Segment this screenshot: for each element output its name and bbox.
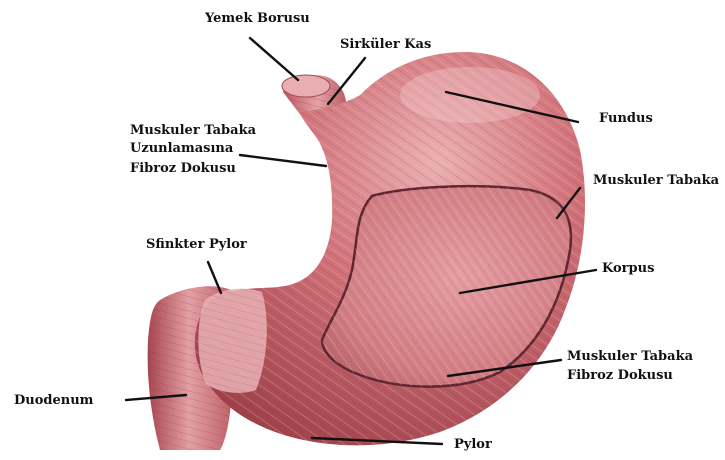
label-muskuler-fibroz-line2: Fibroz Dokusu xyxy=(567,367,673,384)
leader-yemek-borusu xyxy=(250,38,298,80)
label-sfinkter-pylor: Sfinkter Pylor xyxy=(146,236,247,253)
label-pylor: Pylor xyxy=(454,436,492,453)
label-duodenum: Duodenum xyxy=(14,392,93,409)
label-sirkuler-kas: Sirküler Kas xyxy=(340,36,431,53)
label-fundus: Fundus xyxy=(599,110,653,127)
label-muskuler-uzunlamasina-line1: Muskuler Tabaka xyxy=(130,122,256,139)
label-muskuler-uzunlamasina-line3: Fibroz Dokusu xyxy=(130,160,236,177)
label-muskuler-fibroz-line1: Muskuler Tabaka xyxy=(567,348,693,365)
pyloric-sphincter-shape xyxy=(198,289,266,393)
leader-muskuler-uzunlamasina xyxy=(240,155,326,166)
label-muskuler-uzunlamasina-line2: Uzunlamasına xyxy=(130,140,233,157)
label-yemek-borusu: Yemek Borusu xyxy=(205,10,310,27)
label-muskuler-tabaka: Muskuler Tabaka xyxy=(593,172,719,189)
label-korpus: Korpus xyxy=(602,260,654,277)
